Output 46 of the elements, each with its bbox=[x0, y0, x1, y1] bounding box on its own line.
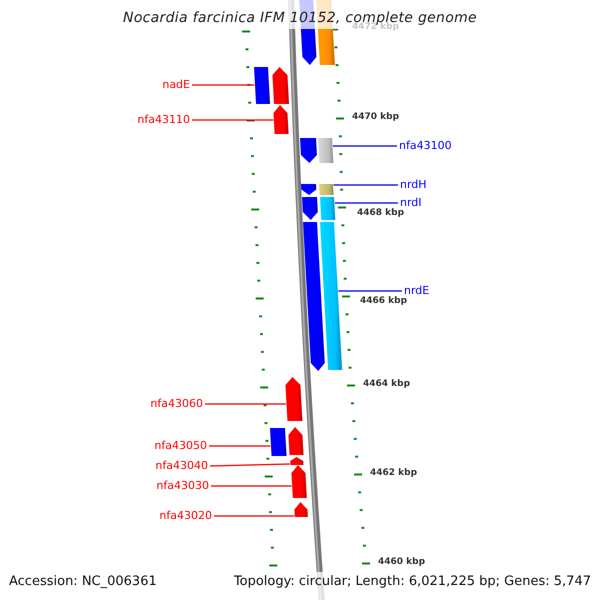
gene-block bbox=[319, 184, 334, 195]
gene-block bbox=[318, 138, 334, 163]
genome-info-text: Topology: circular; Length: 6,021,225 bp; Genes: 5,747 bbox=[234, 574, 591, 588]
gene-feature bbox=[272, 67, 290, 104]
scale-label: 4472 kbp bbox=[352, 22, 400, 32]
scale-label: 4468 kbp bbox=[357, 208, 404, 218]
gene-feature bbox=[302, 197, 318, 220]
gene-feature bbox=[301, 184, 316, 195]
gene-label: nfa43020 bbox=[159, 510, 212, 521]
leader-line bbox=[192, 84, 254, 86]
gene-feature bbox=[300, 138, 317, 163]
gene-label: nadE bbox=[162, 79, 190, 90]
leader-line bbox=[209, 445, 270, 447]
leader-line bbox=[192, 119, 274, 121]
gene-label: nfa43110 bbox=[137, 114, 190, 125]
gene-label: nfa43100 bbox=[399, 140, 452, 151]
leader-line bbox=[205, 403, 286, 405]
scale-label: 4462 kbp bbox=[370, 468, 418, 478]
scale-label: 4470 kbp bbox=[352, 112, 400, 122]
leader-line bbox=[214, 515, 294, 517]
gene-block bbox=[320, 222, 342, 370]
leader-line bbox=[338, 290, 402, 292]
gene-label: nfa43060 bbox=[150, 398, 203, 409]
gene-label: nrdE bbox=[404, 285, 430, 296]
leader-line bbox=[332, 145, 397, 147]
leader-line bbox=[334, 184, 398, 186]
scale-label: 4466 kbp bbox=[360, 296, 408, 306]
gene-feature bbox=[285, 377, 302, 421]
leader-line bbox=[210, 463, 290, 467]
gene-label: nfa43040 bbox=[155, 460, 208, 471]
leader-line bbox=[211, 485, 292, 487]
leader-line bbox=[334, 202, 398, 204]
scale-label: 4460 kbp bbox=[378, 558, 426, 566]
scale-label: 4464 kbp bbox=[363, 380, 410, 388]
gene-label: nrdH bbox=[400, 179, 427, 190]
gene-feature bbox=[288, 427, 304, 455]
gene-feature bbox=[273, 105, 289, 134]
gene-block bbox=[270, 428, 287, 456]
gene-block bbox=[254, 67, 270, 104]
accession-text: Accession: NC_006361 bbox=[9, 574, 157, 588]
gene-feature bbox=[303, 222, 325, 371]
gene-label: nfa43050 bbox=[154, 440, 207, 451]
gene-label: nrdI bbox=[400, 197, 422, 208]
gene-label: nfa43030 bbox=[156, 480, 209, 491]
gene-feature bbox=[294, 502, 308, 517]
gene-block bbox=[320, 197, 336, 220]
